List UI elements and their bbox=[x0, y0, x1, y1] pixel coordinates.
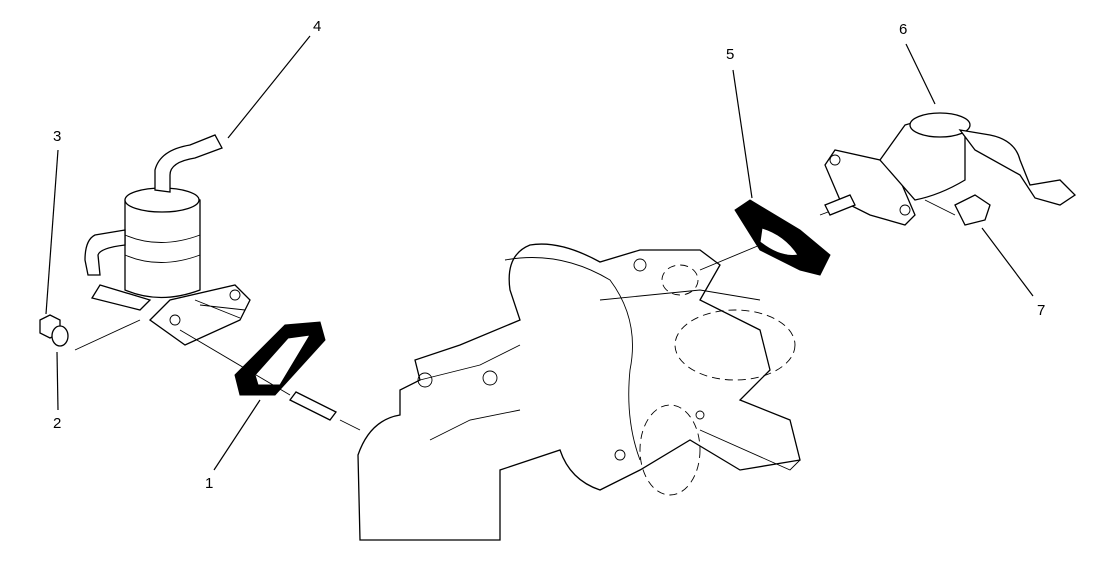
callout-3: 3 bbox=[53, 128, 62, 145]
gasket-5 bbox=[734, 199, 831, 276]
callout-7: 7 bbox=[1037, 302, 1046, 319]
callout-1: 1 bbox=[205, 475, 214, 492]
callout-2: 2 bbox=[53, 415, 62, 432]
washer bbox=[51, 325, 69, 347]
fitting bbox=[954, 194, 991, 226]
engine-block bbox=[357, 243, 801, 541]
callout-5: 5 bbox=[726, 46, 735, 63]
stud bbox=[289, 391, 337, 421]
callout-4: 4 bbox=[313, 18, 322, 35]
solenoid bbox=[824, 112, 1077, 226]
leader-lines bbox=[45, 35, 1034, 471]
fuel-pump bbox=[84, 134, 251, 346]
callout-6: 6 bbox=[899, 21, 908, 38]
gasket-1 bbox=[234, 321, 326, 396]
